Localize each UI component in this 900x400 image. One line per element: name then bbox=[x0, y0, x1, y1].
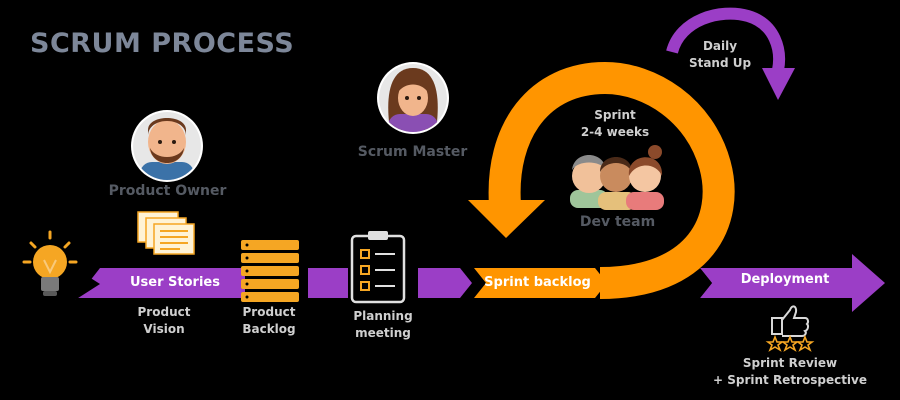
scrum-master-avatar bbox=[377, 62, 449, 134]
daily-line1: Daily bbox=[702, 39, 738, 53]
sprint-label: Sprint 2-4 weeks bbox=[570, 107, 660, 141]
scrum-master-label: Scrum Master bbox=[357, 144, 468, 160]
lightbulb-icon bbox=[22, 230, 78, 296]
daily-line2: Stand Up bbox=[688, 56, 752, 70]
daily-standup-label: Daily Stand Up bbox=[680, 38, 760, 72]
sprint-line1: Sprint bbox=[594, 108, 636, 122]
user-stories-label: User Stories bbox=[130, 275, 220, 290]
product-owner-label: Product Owner bbox=[108, 183, 227, 199]
planning-meeting-caption: Planning meeting bbox=[340, 308, 426, 342]
dev-team-avatars bbox=[570, 145, 664, 210]
product-vision-line2: Vision bbox=[143, 322, 185, 336]
dev-team-label: Dev team bbox=[579, 214, 656, 230]
star-icon bbox=[765, 334, 815, 352]
planning-meeting-line2: meeting bbox=[355, 326, 411, 340]
product-owner-avatar bbox=[131, 110, 203, 182]
sprint-review-caption: Sprint Review bbox=[742, 356, 838, 370]
flow-segment-arrow bbox=[418, 268, 472, 298]
thumbs-up-icon bbox=[771, 305, 810, 337]
deployment-label: Deployment bbox=[740, 272, 830, 287]
clipboard-checklist-icon bbox=[350, 231, 406, 304]
flow-band bbox=[58, 254, 885, 312]
planning-meeting-line1: Planning bbox=[353, 309, 413, 323]
product-backlog-line2: Backlog bbox=[242, 322, 296, 336]
sprint-backlog-label: Sprint backlog bbox=[484, 275, 591, 290]
product-vision-caption: Product Vision bbox=[122, 304, 206, 338]
deployment-arrow bbox=[700, 254, 885, 312]
daily-loop-arrowhead bbox=[762, 68, 795, 100]
product-vision-line1: Product bbox=[137, 305, 191, 319]
page-title: SCRUM PROCESS bbox=[30, 28, 295, 59]
sprint-loop-arrowhead bbox=[468, 200, 545, 238]
product-backlog-line1: Product bbox=[242, 305, 296, 319]
sprint-backlog-bar bbox=[474, 268, 607, 298]
sprint-loop bbox=[468, 61, 735, 299]
backlog-stack-icon bbox=[241, 240, 299, 302]
flow-segment bbox=[308, 268, 348, 298]
product-backlog-caption: Product Backlog bbox=[227, 304, 311, 338]
sprint-line2: 2-4 weeks bbox=[580, 125, 650, 139]
user-stories-docs-icon bbox=[137, 211, 195, 255]
user-stories-bar bbox=[100, 268, 245, 298]
sprint-retro-caption: + Sprint Retrospective bbox=[712, 373, 868, 387]
daily-loop bbox=[666, 7, 795, 100]
